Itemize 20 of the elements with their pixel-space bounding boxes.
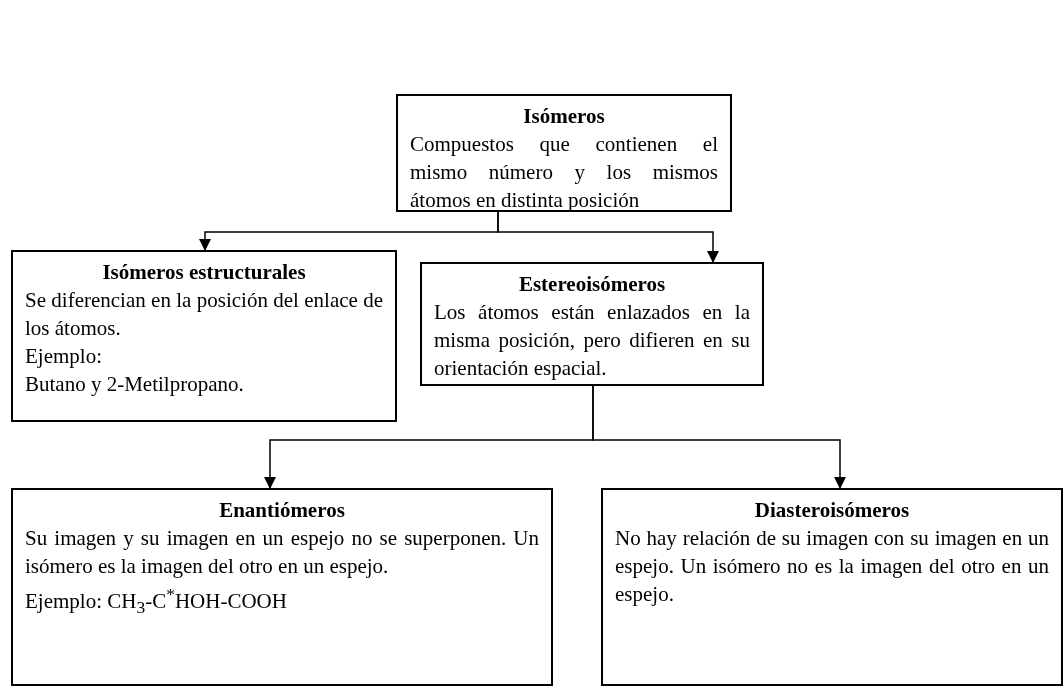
concept-box xyxy=(420,262,764,386)
box-heading: Estereoisómeros xyxy=(517,271,667,298)
description-text: Se diferencian en la posición del enlace de los átomos. xyxy=(25,287,383,342)
box-heading: Isómeros estructurales xyxy=(101,259,307,286)
connector-arrow xyxy=(497,211,719,263)
description-text: Su imagen y su imagen en un espejo no se superponen. Un isómero es la imagen del otro en un espejo. xyxy=(25,525,539,580)
description-text: No hay relación de su imagen con su imagen en un espejo. Un isómero no es la imagen del otro en un espejo. xyxy=(615,525,1049,608)
concept-box xyxy=(601,488,1063,686)
description-text: Ejemplo: CH$_{3}$-C$^{*}$HOH-COOH xyxy=(25,583,288,620)
concept-box xyxy=(11,250,397,422)
box-heading: Enantiómeros xyxy=(218,497,346,524)
connector-arrow xyxy=(592,385,846,489)
box-heading: Diasteroisómeros xyxy=(753,497,911,524)
concept-box xyxy=(396,94,732,212)
description-text: Compuestos que contienen el mismo número y los mismos átomos en distinta posición xyxy=(410,131,718,214)
description-text: Ejemplo: xyxy=(25,343,103,370)
description-text: Butano y 2-Metilpropano. xyxy=(25,371,245,398)
description-text: Los átomos están enlazados en la misma posición, pero difieren en su orientación espacial. xyxy=(434,299,750,382)
box-heading: Isómeros xyxy=(522,103,606,130)
concept-box xyxy=(11,488,553,686)
